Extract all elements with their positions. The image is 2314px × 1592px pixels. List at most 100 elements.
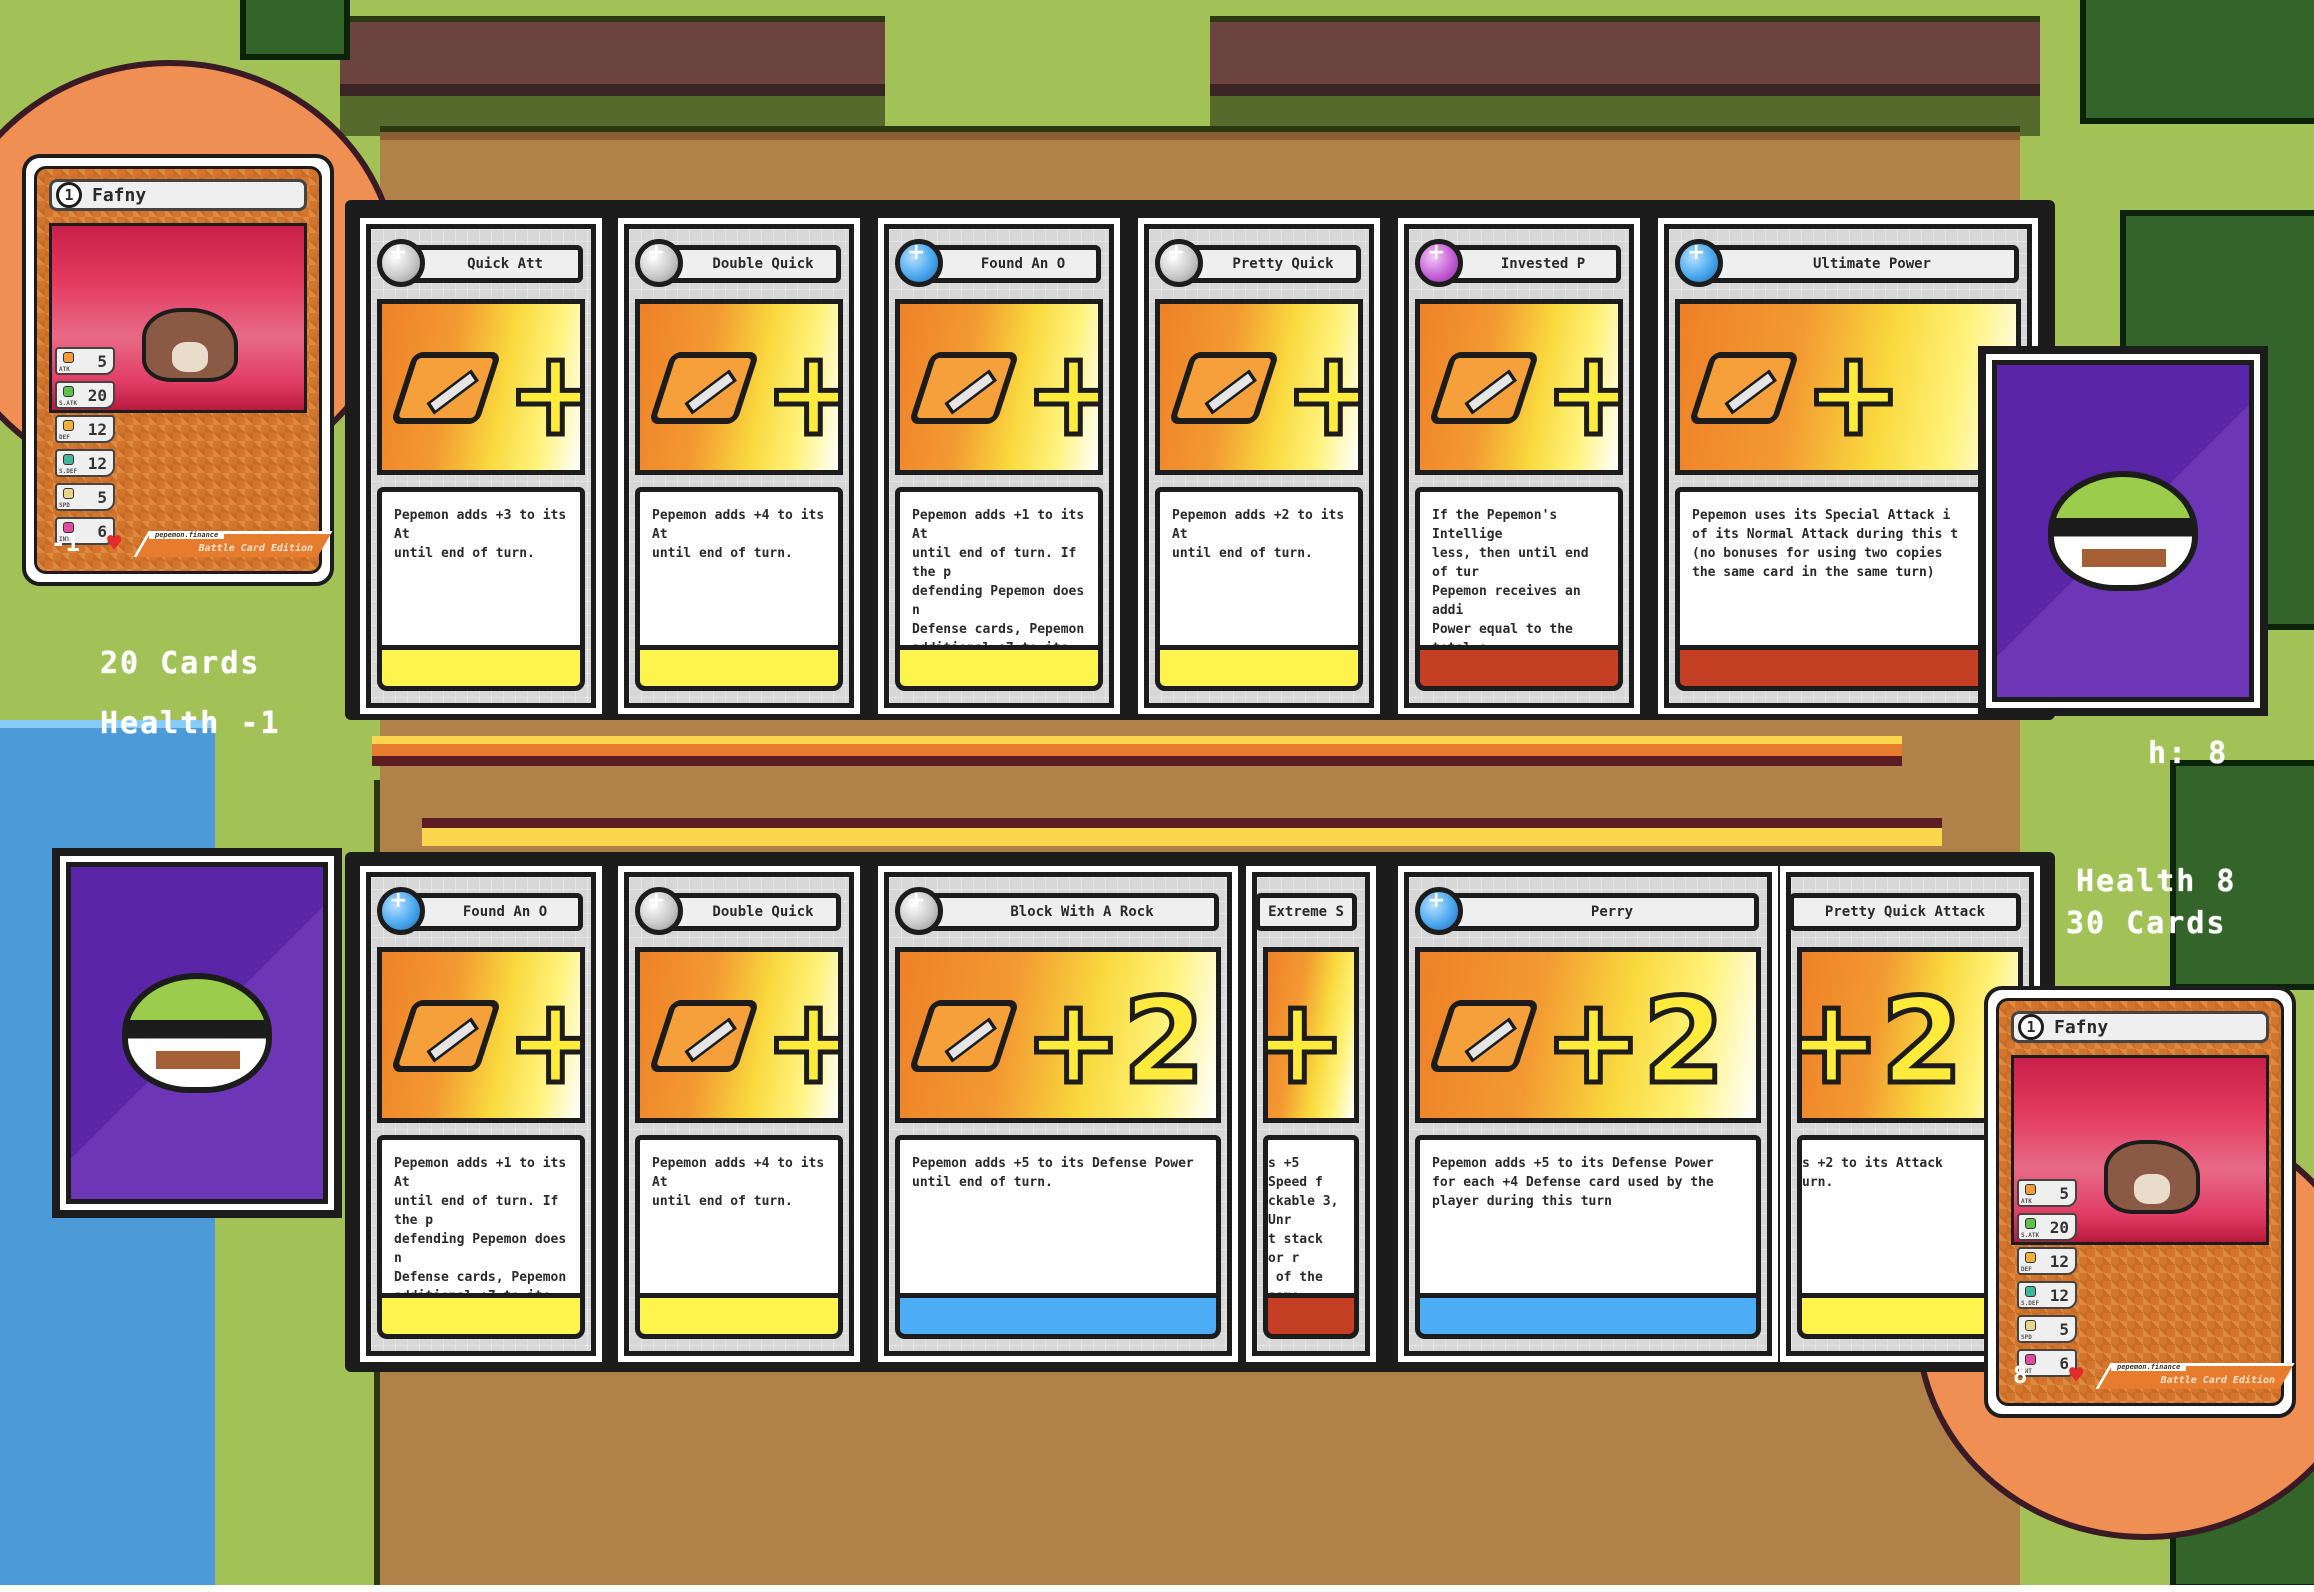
brain-icon <box>2025 1354 2036 1365</box>
card-type-stripe <box>895 645 1103 691</box>
card-type-stripe <box>1415 645 1623 691</box>
card-art: + <box>1263 947 1359 1123</box>
bottom-edge <box>0 1585 2314 1592</box>
brand-name: pepemon.finance <box>2111 1363 2187 1371</box>
sword-icon <box>63 352 74 363</box>
opponent-card-2[interactable]: Double Quick + Pepemon adds +4 to its At… <box>618 218 860 714</box>
cliff-shadow-right <box>1210 84 2040 96</box>
card-art: + <box>635 299 843 475</box>
heart-icon: ♥ <box>2069 1361 2084 1389</box>
sword-icon <box>908 352 1020 424</box>
player-card-3[interactable]: Block With A Rock +2 Pepemon adds +5 to … <box>878 866 1238 1362</box>
pepemon-name: Fafny <box>2054 1016 2109 1038</box>
card-back <box>66 862 328 1204</box>
fafny-sprite <box>2104 1140 2200 1214</box>
card-title: Extreme S <box>1257 893 1357 931</box>
card-type-stripe <box>895 1293 1221 1339</box>
cliff-shadow-left <box>340 84 885 96</box>
card-art: +2 <box>895 947 1221 1123</box>
card-type-stripe <box>635 645 843 691</box>
sword-icon <box>648 352 760 424</box>
pepemon-name: Fafny <box>92 184 147 206</box>
pepemon-hp: -1 <box>51 529 80 557</box>
sword-icon <box>390 1000 502 1072</box>
opponent-card-1[interactable]: Quick Att + Pepemon adds +3 to its At un… <box>360 218 602 714</box>
blue-gem-icon <box>895 239 943 287</box>
shield-icon <box>63 420 74 431</box>
player-card-1[interactable]: Found An O + Pepemon adds +1 to its At u… <box>360 866 602 1362</box>
sword-icon <box>1428 1000 1540 1072</box>
tree <box>2080 0 2314 124</box>
pepemon-level: 1 <box>2018 1014 2044 1040</box>
card-title: Quick Att <box>401 245 583 283</box>
card-title: Found An O <box>919 245 1101 283</box>
opponent-card-6[interactable]: Ultimate Power + Pepemon uses its Specia… <box>1658 218 2038 714</box>
opponent-card-5[interactable]: Invested P + If the Pepemon's Intellige … <box>1398 218 1640 714</box>
special-shield-icon <box>2025 1286 2036 1297</box>
card-title: Perry <box>1439 893 1759 931</box>
player-card-4[interactable]: Extreme S + s +5 Speed f ckable 3, Unr t… <box>1246 866 1376 1362</box>
sword-icon <box>648 1000 760 1072</box>
brand-name: pepemon.finance <box>149 531 225 539</box>
fafny-sprite <box>142 308 238 382</box>
card-type-stripe <box>1263 1293 1359 1339</box>
player-deck-count: 30 Cards <box>2066 906 2227 941</box>
card-art: + <box>377 947 585 1123</box>
special-shield-icon <box>63 454 74 465</box>
card-title: Double Quick <box>659 245 841 283</box>
opponent-card-3[interactable]: Found An O + Pepemon adds +1 to its At u… <box>878 218 1120 714</box>
cliff-wall-left <box>340 16 885 86</box>
player-deck[interactable] <box>52 848 342 1218</box>
special-sword-icon <box>2025 1218 2036 1229</box>
card-art: + <box>1155 299 1363 475</box>
sword-icon <box>1688 352 1800 424</box>
card-title: Pretty Quick <box>1179 245 1361 283</box>
card-title: Invested P <box>1439 245 1621 283</box>
brain-icon <box>63 522 74 533</box>
pepemon-footer: 8 ♥ pepemon.finance Battle Card Edition <box>1999 1353 2295 1389</box>
opponent-deck[interactable] <box>1978 346 2268 716</box>
card-art: + <box>1415 299 1623 475</box>
card-type-stripe <box>1155 645 1363 691</box>
card-title: Block With A Rock <box>919 893 1219 931</box>
silver-gem-icon <box>1155 239 1203 287</box>
card-title: Ultimate Power <box>1699 245 2019 283</box>
pepemon-hp: 8 <box>2013 1361 2028 1389</box>
edition-label: Battle Card Edition <box>2160 1375 2275 1386</box>
silver-gem-icon <box>635 239 683 287</box>
silver-gem-icon <box>635 887 683 935</box>
player-card-5[interactable]: Perry +2 Pepemon adds +5 to its Defense … <box>1398 866 1778 1362</box>
card-art: + <box>895 299 1103 475</box>
player-track-banner <box>422 818 1942 846</box>
pepe-ball-icon <box>2048 471 2198 591</box>
cliff-wall-right <box>1210 16 2040 86</box>
speed-icon <box>63 488 74 499</box>
opponent-card-4[interactable]: Pretty Quick + Pepemon adds +2 to its At… <box>1138 218 1380 714</box>
pepemon-title-bar: 1 Fafny <box>49 179 307 211</box>
opponent-deck-count: 20 Cards <box>100 646 261 681</box>
player-health: Health 8 <box>2076 864 2237 899</box>
card-title: Pretty Quick Attack <box>1791 893 2021 931</box>
card-back <box>1992 360 2254 702</box>
pepemon-level: 1 <box>56 182 82 208</box>
card-art: +2 <box>1797 947 2023 1123</box>
card-type-stripe <box>377 645 585 691</box>
sword-icon <box>1428 352 1540 424</box>
blue-gem-icon <box>1415 887 1463 935</box>
opponent-health: Health -1 <box>100 706 281 741</box>
player-card-2[interactable]: Double Quick + Pepemon adds +4 to its At… <box>618 866 860 1362</box>
speed-icon <box>2025 1320 2036 1331</box>
pepemon-footer: -1 ♥ pepemon.finance Battle Card Edition <box>37 521 333 557</box>
player-health-partial: h: 8 <box>2148 736 2229 771</box>
